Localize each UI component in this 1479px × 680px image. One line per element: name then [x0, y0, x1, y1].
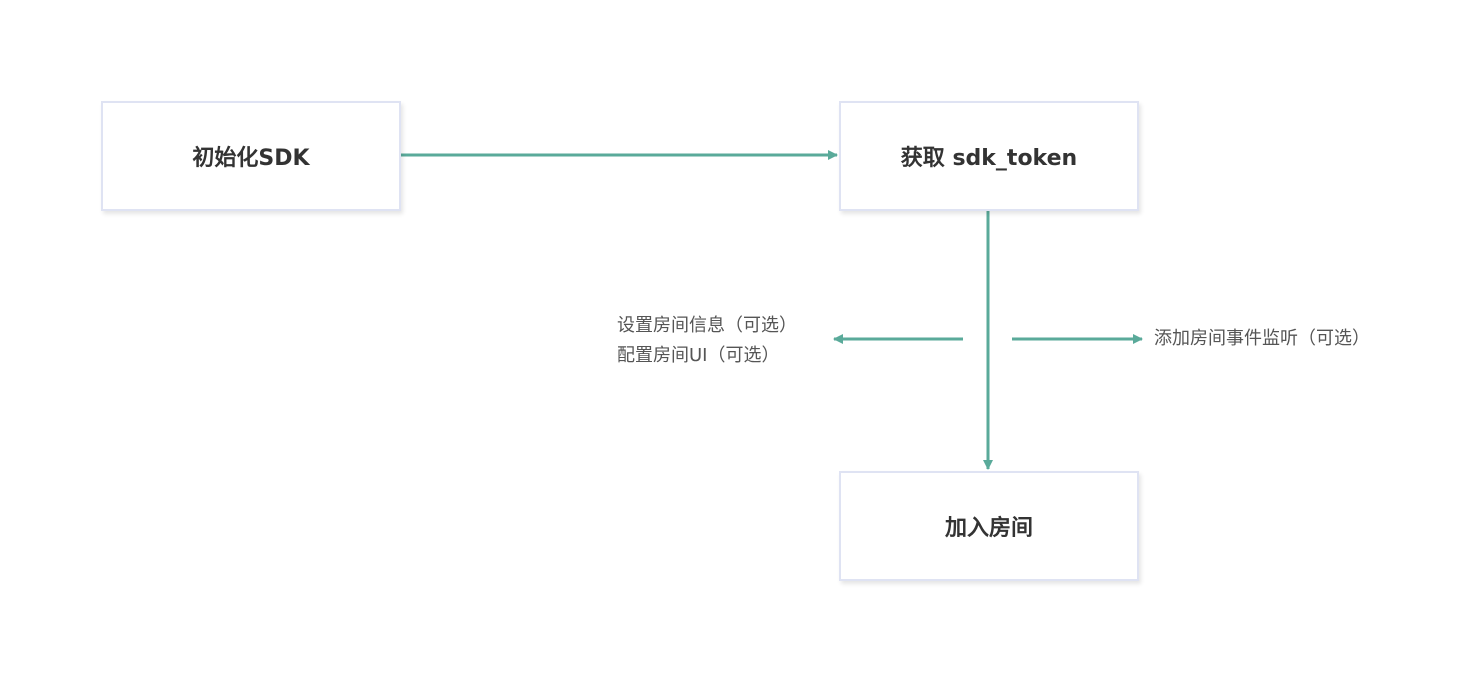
optional-room-info-text: 设置房间信息（可选） [617, 315, 797, 336]
node-join-room: 加入房间 [839, 471, 1139, 581]
node-init-sdk-label: 初始化SDK [192, 146, 310, 171]
node-get-sdk-token: 获取 sdk_token [839, 101, 1139, 211]
node-join-room-label: 加入房间 [944, 516, 1033, 541]
optional-room-config-label: 设置房间信息（可选） 配置房间UI（可选） [617, 311, 797, 371]
optional-event-listener-text: 添加房间事件监听（可选） [1154, 328, 1370, 349]
optional-room-ui-text: 配置房间UI（可选） [617, 345, 780, 366]
node-get-sdk-token-label: 获取 sdk_token [900, 146, 1078, 171]
node-init-sdk: 初始化SDK [101, 101, 401, 211]
optional-event-listener-label: 添加房间事件监听（可选） [1154, 324, 1370, 354]
